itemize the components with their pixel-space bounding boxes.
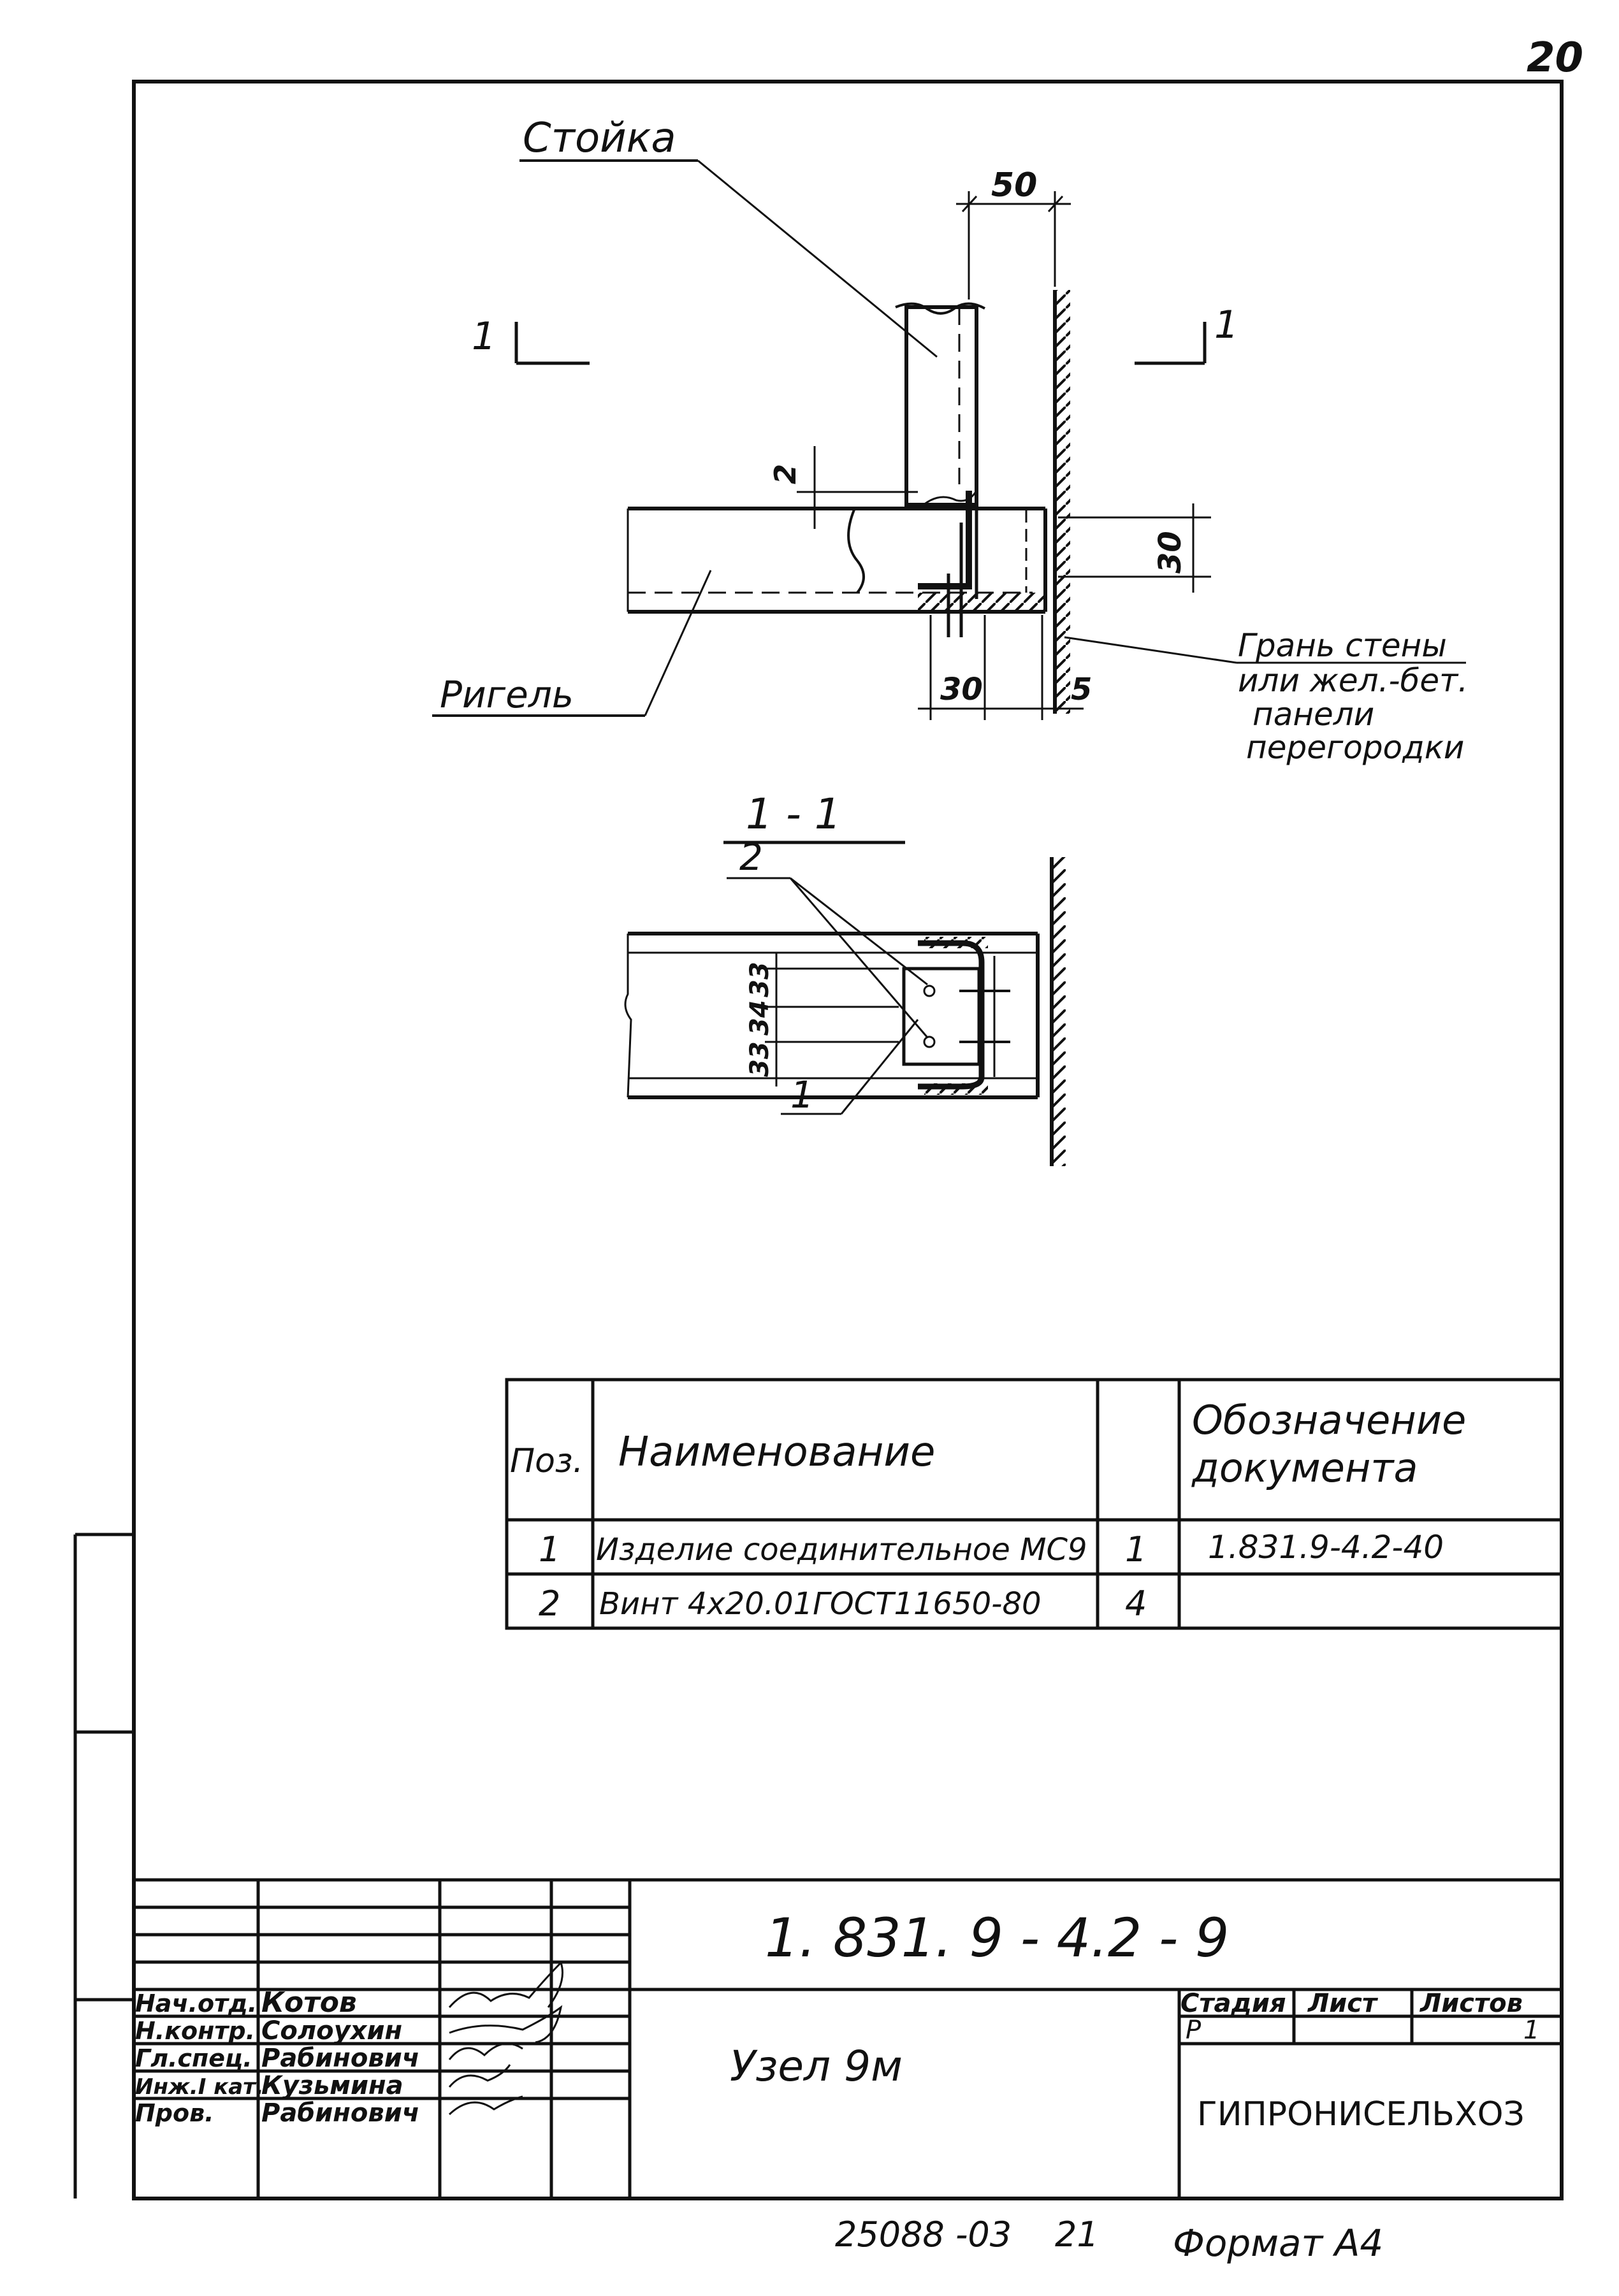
sheet-frame <box>132 80 1564 2200</box>
section-mark-right: 1 <box>1214 303 1238 347</box>
dimension-30-right: 30 <box>1152 531 1188 574</box>
signer-name-2: Солоухин <box>261 2016 402 2046</box>
callout-2: 2 <box>739 835 763 879</box>
signer-name-4: Кузьмина <box>261 2071 403 2100</box>
callout-1: 1 <box>790 1073 814 1116</box>
wall-note-line-1: Грань стены <box>1238 627 1447 664</box>
spec-header-name: Наименование <box>618 1429 935 1476</box>
stage-value: Р <box>1186 2016 1202 2045</box>
spec-row-1-qty: 1 <box>1125 1529 1147 1570</box>
stage-label: Стадия <box>1180 1989 1286 2018</box>
format-label: Формат А4 <box>1173 2221 1383 2265</box>
dimension-2: 2 <box>768 464 802 484</box>
binding-strip <box>73 1533 134 2199</box>
dimension-33-top: 33 <box>745 962 774 997</box>
title-block-grid <box>134 1878 1562 2199</box>
dimension-34: 34 <box>745 1000 774 1036</box>
signer-name-1: Котов <box>261 1986 357 2019</box>
signer-role-2: Н.контр. <box>135 2017 255 2045</box>
spec-header-doc-2: документа <box>1191 1445 1418 1491</box>
wall-note-line-4: перегородки <box>1246 729 1464 766</box>
label-stoyka: Стойка <box>523 115 676 162</box>
signer-role-4: Инж.I кат. <box>135 2074 264 2100</box>
copy-number: 21 <box>1055 2214 1099 2255</box>
dimension-50: 50 <box>991 166 1037 205</box>
spec-row-2-name: Винт 4х20.01ГОСТ11650-80 <box>599 1586 1042 1622</box>
drawing-title: Узел 9м <box>730 2042 903 2091</box>
spec-row-2-pos: 2 <box>539 1584 560 1624</box>
sheets-label: Листов <box>1419 1989 1523 2018</box>
drawing-code: 1. 831. 9 - 4.2 - 9 <box>765 1907 1229 1969</box>
sheet-label: Лист <box>1307 1989 1379 2018</box>
inventory-number: 25088 -03 <box>835 2214 1012 2255</box>
signatures <box>448 1961 563 2116</box>
dimension-5: 5 <box>1071 672 1092 707</box>
section-mark-left: 1 <box>472 314 496 359</box>
wall-note-line-2: или жел.-бет. <box>1238 662 1468 699</box>
dimension-30-bottom: 30 <box>940 672 983 707</box>
signer-name-5: Рабинович <box>261 2098 419 2128</box>
spec-header-pos: Поз. <box>510 1442 583 1480</box>
signer-role-5: Пров. <box>135 2099 214 2127</box>
page-number: 20 <box>1527 34 1583 82</box>
label-rigel: Ригель <box>440 673 574 716</box>
wall-note-line-3: панели <box>1252 696 1374 733</box>
spec-header-doc-1: Обозначение <box>1192 1397 1466 1443</box>
signer-role-1: Нач.отд. <box>135 1989 257 2018</box>
dimension-33-bottom: 33 <box>745 1041 774 1077</box>
section-1-1: 1 - 1 33 34 33 2 <box>624 790 1066 1166</box>
spec-row-1-pos: 1 <box>539 1529 560 1570</box>
sheets-value: 1 <box>1523 2016 1539 2045</box>
spec-row-1-name: Изделие соединительное МС9 <box>596 1532 1087 1568</box>
signer-name-3: Рабинович <box>261 2044 419 2073</box>
node-detail-plan: 1 1 50 2 30 30 5 Стойка Риг <box>432 115 1468 766</box>
spec-table <box>505 1378 1564 1630</box>
spec-row-1-doc: 1.831.9-4.2-40 <box>1208 1529 1444 1566</box>
signer-role-3: Гл.спец. <box>135 2044 252 2072</box>
organization: ГИПРОНИСЕЛЬХОЗ <box>1197 2095 1525 2134</box>
section-title: 1 - 1 <box>746 790 841 839</box>
spec-row-2-qty: 4 <box>1125 1584 1147 1624</box>
